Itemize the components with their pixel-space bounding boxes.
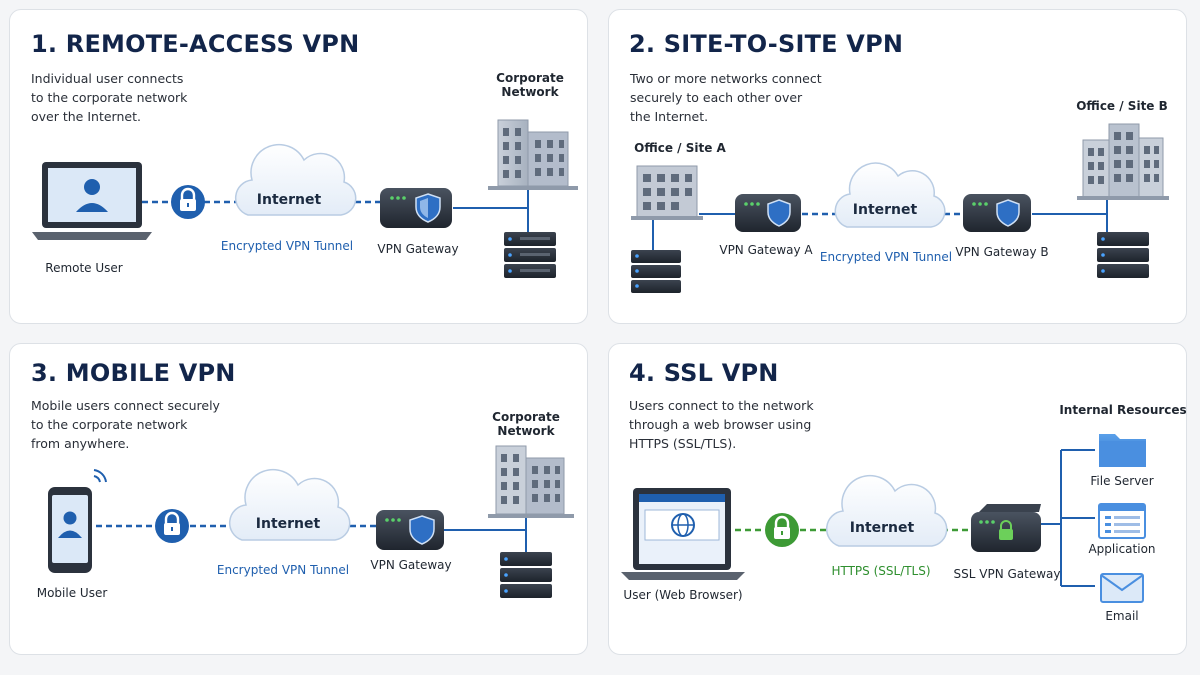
building-icon: [488, 119, 578, 190]
folder-icon: [1099, 434, 1146, 467]
email-icon: [1100, 573, 1144, 603]
gateway-label: VPN Gateway: [370, 558, 452, 572]
mobile-vpn-diagram: [48, 445, 574, 598]
ssl-gateway-label: SSL VPN Gateway: [953, 567, 1061, 581]
phone-icon: [48, 487, 92, 573]
site-to-site-diagram: [631, 123, 1169, 293]
server-icon: [1097, 232, 1149, 278]
panel-title: 4. SSL VPN: [629, 359, 779, 387]
file-server-label: File Server: [1090, 474, 1154, 488]
mobile-user-label: Mobile User: [36, 586, 108, 600]
lock-icon: [765, 513, 799, 547]
cloud-label: Internet: [255, 516, 321, 532]
gateway-b-label: VPN Gateway B: [955, 245, 1049, 259]
globe-icon: [671, 513, 695, 537]
ssl-vpn-gateway-icon: [971, 504, 1041, 552]
corporate-network-label: Corporate Network: [492, 410, 560, 438]
gateway-label: VPN Gateway: [377, 242, 459, 256]
panel-title: 3. MOBILE VPN: [31, 359, 236, 387]
cloud-icon: [228, 468, 351, 541]
laptop-icon: [32, 162, 152, 240]
cloud-label: Internet: [852, 202, 918, 218]
panel-title: 2. SITE-TO-SITE VPN: [629, 30, 904, 58]
wifi-signal-icon: [93, 469, 107, 483]
site-b-label: Office / Site B: [1076, 99, 1168, 113]
lock-icon: [155, 509, 189, 543]
panel-mobile-vpn: 3. MOBILE VPN Mobile users connect secur…: [9, 343, 588, 655]
cloud-label: Internet: [256, 192, 322, 208]
corporate-network-label: Corporate Network: [496, 71, 564, 99]
panel-remote-access-vpn: 1. REMOTE-ACCESS VPN Individual user con…: [9, 9, 588, 324]
lock-icon: [171, 185, 205, 219]
remote-access-diagram: [32, 119, 578, 278]
cloud-icon: [834, 162, 946, 228]
tunnel-label: Encrypted VPN Tunnel: [216, 563, 350, 577]
application-label: Application: [1088, 542, 1156, 556]
site-a-label: Office / Site A: [634, 141, 726, 155]
tunnel-label: Encrypted VPN Tunnel: [819, 250, 953, 264]
vpn-gateway-icon: [376, 510, 444, 550]
panel-description: Two or more networks connect securely to…: [630, 71, 822, 124]
tunnel-label: Encrypted VPN Tunnel: [220, 239, 354, 253]
vpn-gateway-icon: [380, 188, 452, 228]
building-icon: [488, 445, 574, 518]
panel-title: 1. REMOTE-ACCESS VPN: [31, 30, 360, 58]
gateway-a-label: VPN Gateway A: [719, 243, 813, 257]
panel-description: Individual user connects to the corporat…: [31, 71, 188, 124]
web-browser-user-label: User (Web Browser): [623, 588, 743, 602]
tunnel-label: HTTPS (SSL/TLS): [831, 564, 931, 578]
ssl-vpn-diagram: [621, 434, 1146, 603]
panel-site-to-site-vpn: 2. SITE-TO-SITE VPN Two or more networks…: [608, 9, 1187, 324]
cloud-icon: [234, 143, 357, 216]
server-icon: [500, 552, 552, 598]
internal-resources-label: Internal Resources: [1059, 403, 1187, 417]
cloud-label: Internet: [849, 520, 915, 536]
panel-description: Users connect to the network through a w…: [629, 398, 814, 451]
vpn-gateway-a-icon: [735, 194, 801, 232]
building-icon: [631, 165, 703, 220]
building-icon: [1077, 123, 1169, 200]
remote-user-label: Remote User: [45, 261, 123, 275]
cloud-icon: [825, 474, 948, 547]
panel-ssl-vpn: 4. SSL VPN Users connect to the network …: [608, 343, 1187, 655]
vpn-gateway-b-icon: [963, 194, 1031, 232]
server-icon: [631, 250, 681, 293]
application-icon: [1098, 503, 1146, 539]
server-icon: [504, 232, 556, 278]
email-label: Email: [1105, 609, 1139, 623]
panel-description: Mobile users connect securely to the cor…: [31, 398, 220, 451]
laptop-browser-icon: [621, 488, 745, 580]
